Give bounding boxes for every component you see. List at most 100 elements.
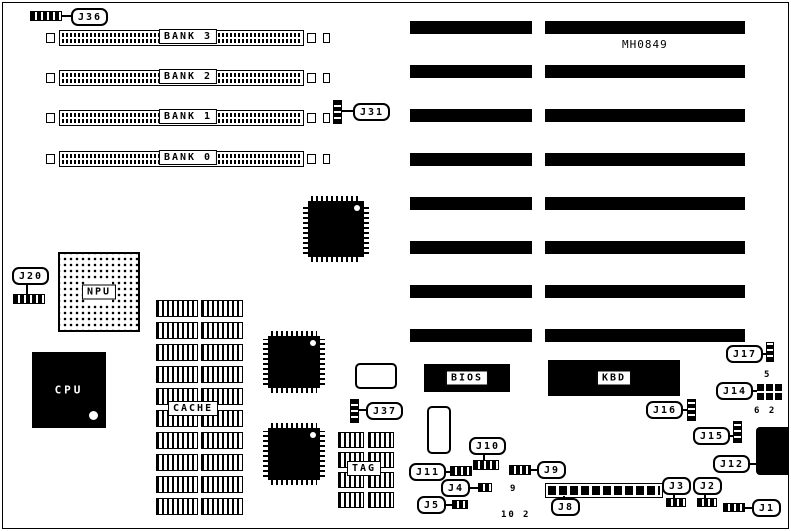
isa-slot-short — [410, 329, 532, 342]
cache-chip — [201, 344, 243, 361]
simm-end-clip — [307, 113, 316, 123]
j3-leader-line — [673, 492, 675, 499]
kbd-label: KBD — [596, 370, 632, 386]
j37-leader-line — [359, 409, 366, 411]
cache-chip — [201, 322, 243, 339]
simm-end-clip — [46, 113, 55, 123]
j17-connector — [766, 342, 774, 362]
connector-label-j15: J15 — [693, 427, 731, 445]
isa-slot-short — [410, 241, 532, 254]
tag-chip — [368, 432, 394, 448]
simm-end-clip — [46, 33, 55, 43]
connector-label-j2: J2 — [693, 477, 723, 495]
j2-leader-line — [704, 492, 706, 499]
j8-pin2-number: 2 — [523, 510, 531, 520]
cache-chip — [156, 432, 198, 449]
connector-label-j11: J11 — [409, 463, 447, 481]
isa-slot-short — [410, 197, 532, 210]
cache-chip — [156, 498, 198, 515]
tag-chip — [368, 492, 394, 508]
cache-chip — [156, 476, 198, 493]
connector-label-j16: J16 — [646, 401, 684, 419]
cache-chip — [201, 476, 243, 493]
j5-connector — [452, 500, 468, 509]
cpu-chip: CPU — [32, 352, 106, 428]
isa-slot-long — [545, 109, 745, 122]
tag-chip — [338, 492, 364, 508]
keyboard-din-connector — [756, 427, 789, 475]
oscillator-can-vertical — [427, 406, 451, 454]
isa-slot-short — [410, 109, 532, 122]
cpu-pin1-dot — [89, 411, 98, 420]
part-number: MH0849 — [622, 38, 668, 51]
j31-leader-line — [342, 110, 353, 112]
connector-label-j37: J37 — [366, 402, 404, 420]
j11-connector — [450, 466, 472, 476]
qfp-chip-1 — [303, 196, 369, 262]
simm-end-clip — [323, 113, 330, 123]
kbd-chip: KBD — [548, 360, 680, 396]
j20-leader-line — [26, 283, 28, 294]
npu-label: NPU — [81, 284, 117, 300]
connector-label-j14: J14 — [716, 382, 754, 400]
j31-connector — [333, 100, 342, 124]
cache-chip — [201, 388, 243, 405]
connector-label-j1: J1 — [752, 499, 782, 517]
j1-connector — [723, 503, 745, 512]
j8-pin9-number: 9 — [510, 484, 518, 494]
connector-label-j4: J4 — [441, 479, 471, 497]
pin1-dot — [310, 340, 316, 346]
j14-pin62-numbers: 6 2 — [754, 406, 777, 416]
isa-slot-long — [545, 153, 745, 166]
oscillator-can — [355, 363, 397, 389]
j5-leader-line — [443, 504, 452, 506]
cache-label: CACHE — [168, 401, 219, 416]
cache-chip — [201, 498, 243, 515]
j14-pinblock — [757, 384, 782, 400]
cache-chip — [156, 322, 198, 339]
isa-slot-long — [545, 197, 745, 210]
cache-chip — [201, 366, 243, 383]
connector-label-j3: J3 — [662, 477, 692, 495]
tag-label: TAG — [347, 461, 382, 476]
simm-slot-bank2: BANK 2 — [46, 69, 330, 87]
cpu-label: CPU — [54, 383, 84, 397]
simm-slot-bank0: BANK 0 — [46, 150, 330, 168]
connector-label-j5: J5 — [417, 496, 447, 514]
j12-leader-line — [747, 463, 756, 465]
connector-label-j20: J20 — [12, 267, 50, 285]
bank1-label: BANK 1 — [158, 109, 218, 124]
j3-connector — [666, 498, 686, 507]
j1-leader-line — [745, 507, 752, 509]
qfp-chip-2 — [263, 331, 325, 393]
connector-label-j36: J36 — [71, 8, 109, 26]
isa-slot-long — [545, 21, 745, 34]
simm-end-clip — [323, 154, 330, 164]
j4-leader-line — [467, 487, 478, 489]
j16-connector — [687, 399, 696, 421]
connector-label-j10: J10 — [469, 437, 507, 455]
j16-leader-line — [680, 409, 687, 411]
bank2-label: BANK 2 — [158, 69, 218, 84]
simm-slot-bank1: BANK 1 — [46, 109, 330, 127]
pin1-dot — [310, 432, 316, 438]
cache-chip — [201, 454, 243, 471]
j37-connector — [350, 399, 359, 423]
isa-slot-long — [545, 329, 745, 342]
j15-connector — [733, 421, 742, 443]
isa-slot-short — [410, 153, 532, 166]
isa-slot-long — [545, 285, 745, 298]
j10-connector — [473, 460, 499, 470]
bios-label: BIOS — [445, 370, 489, 386]
simm-end-clip — [323, 33, 330, 43]
npu-socket: NPU — [58, 252, 140, 332]
j9-leader-line — [531, 469, 537, 471]
simm-end-clip — [307, 154, 316, 164]
connector-label-j8: J8 — [551, 498, 581, 516]
j9-connector — [509, 465, 531, 475]
connector-label-j31: J31 — [353, 103, 391, 121]
isa-slot-long — [545, 65, 745, 78]
cache-chip — [201, 432, 243, 449]
